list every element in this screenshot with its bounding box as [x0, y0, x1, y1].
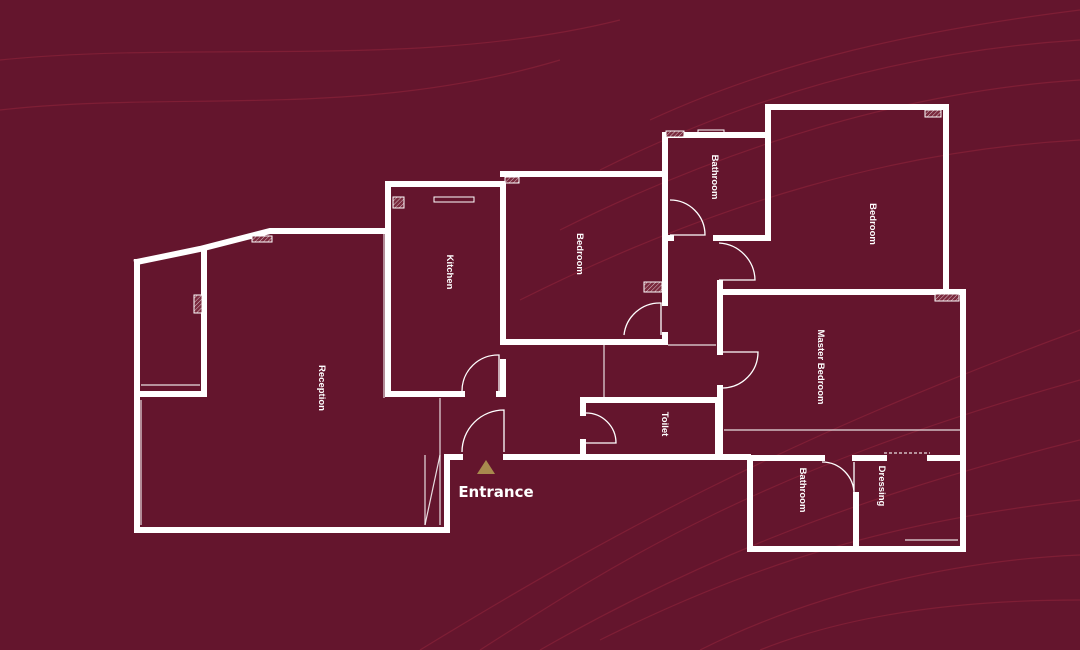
triangle-up-icon: [477, 460, 495, 474]
room-labels: Reception Kitchen Bedroom Bathroom Bedro…: [316, 155, 887, 513]
fixtures: [193, 109, 960, 526]
doors: [461, 199, 855, 495]
walls: [133, 104, 966, 552]
kitchen-label: Kitchen: [444, 255, 455, 290]
kitchen-door: [461, 354, 500, 392]
master-vent: [934, 293, 960, 302]
bathroom1-label: Bathroom: [709, 155, 720, 200]
dressing-label: Dressing: [876, 466, 887, 507]
bedroom1-fixture: [643, 281, 663, 293]
master-bedroom-label: Master Bedroom: [815, 330, 826, 405]
kitchen-walls: [385, 181, 506, 397]
reception-vent: [251, 235, 273, 243]
bathroom1-vent: [665, 130, 685, 138]
kitchen-vent: [392, 196, 405, 209]
bedroom2-walls: [765, 104, 949, 292]
toilet-walls: [580, 397, 721, 460]
bedroom1-vent: [504, 176, 520, 184]
bedroom2-door: [718, 242, 756, 281]
bedroom1-door: [623, 302, 662, 336]
entrance-marker: Entrance: [458, 460, 534, 501]
bathroom2-label: Bathroom: [797, 468, 808, 513]
reception-top-wall: [133, 228, 387, 266]
bathroom1-window: [697, 129, 725, 135]
reception-label: Reception: [316, 365, 327, 411]
kitchen-window: [433, 196, 475, 203]
toilet-label: Toilet: [659, 412, 670, 437]
alcove-vent: [193, 294, 203, 314]
entrance-label: Entrance: [458, 483, 533, 501]
bedroom1-label: Bedroom: [574, 233, 585, 275]
entrance-door: [461, 409, 505, 453]
bedroom2-label: Bedroom: [867, 203, 878, 245]
bathroom1-door: [669, 199, 706, 236]
bathroom2-door: [821, 461, 855, 495]
master-bedroom-walls: [717, 280, 966, 461]
reception-walls: [134, 259, 450, 533]
master-bedroom-door: [722, 351, 759, 389]
reception-built-in-diagonal: [424, 454, 441, 526]
reception-alcove-wall: [138, 249, 207, 397]
toilet-door: [585, 412, 617, 444]
bedroom2-vent: [924, 109, 942, 118]
